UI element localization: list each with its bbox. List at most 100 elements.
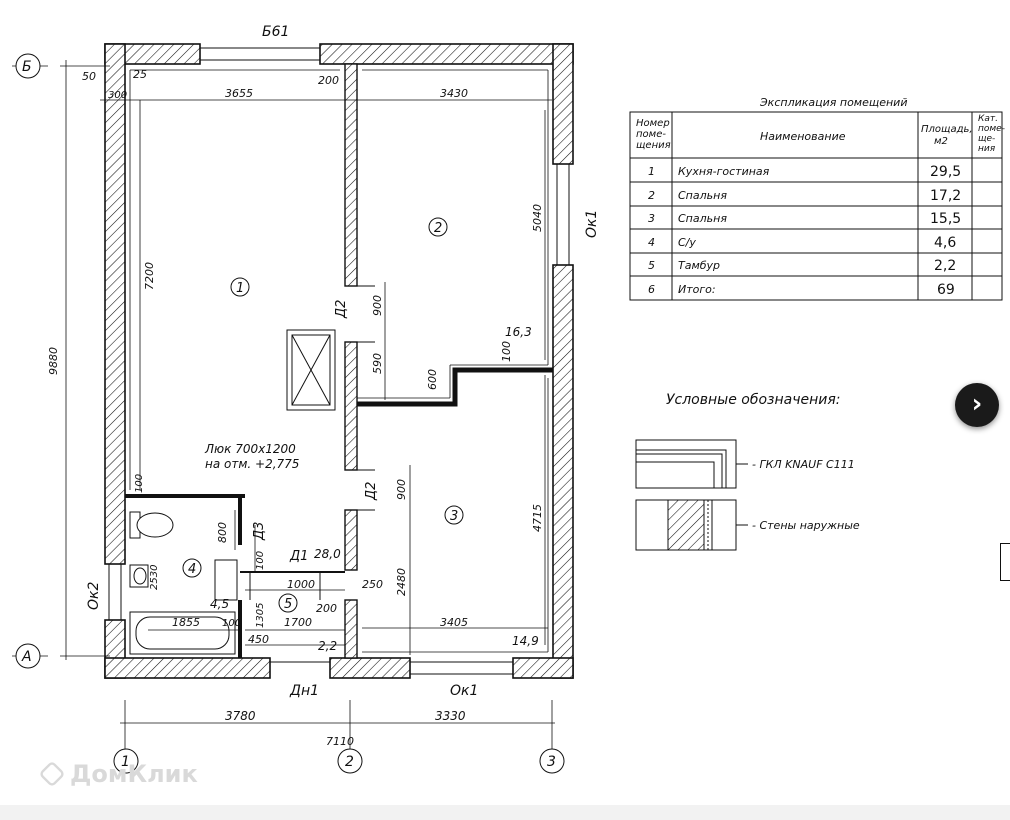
row-4-area: 4,6 <box>934 235 956 251</box>
dim-3655: 3655 <box>225 87 253 100</box>
mark-d3: Д3 <box>252 522 267 541</box>
ceiling-hatch-symbol <box>286 329 336 411</box>
axis-markers <box>15 53 565 774</box>
row-3-name: Спальня <box>678 212 727 225</box>
dim-590: 590 <box>371 353 384 374</box>
header-cat-3: ще- <box>978 134 995 144</box>
mark-ok2: Ок2 <box>86 582 102 610</box>
room-number-3: 3 <box>450 509 458 524</box>
bottom-strip <box>0 805 1010 820</box>
axis-label-1: 1 <box>121 754 130 770</box>
explication-title: Экспликация помещений <box>759 96 908 109</box>
room-number-circles <box>182 217 464 613</box>
row-1-num: 1 <box>648 165 655 178</box>
dim-5040: 5040 <box>531 204 544 232</box>
domclick-logo-icon <box>38 760 66 788</box>
legend-title: Условные обозначения: <box>666 392 840 408</box>
dim-1855: 1855 <box>172 616 200 629</box>
row-2-area: 17,2 <box>930 188 961 204</box>
plan-labels: Б А 1 2 3 Б61 Ок1 Ок1 Ок2 Дн1 Д1 Д2 Д2 Д… <box>21 24 600 770</box>
dim-9880: 9880 <box>47 347 60 375</box>
dim-50: 50 <box>82 70 96 83</box>
dim-100-wc: 100 <box>134 474 145 493</box>
legend-outer-wall-symbol <box>635 499 748 551</box>
header-num-2: поме- <box>636 129 666 140</box>
dim-1305: 1305 <box>255 603 266 628</box>
dim-3405: 3405 <box>440 616 468 629</box>
row-3-num: 3 <box>648 212 655 225</box>
header-num-3: щения <box>636 140 671 151</box>
header-cat-4: ния <box>978 144 996 154</box>
dim-7200: 7200 <box>143 262 156 290</box>
window-openings <box>108 47 570 675</box>
dim-3430: 3430 <box>440 87 468 100</box>
mark-ok1-bottom: Ок1 <box>450 683 478 699</box>
legend-text: Условные обозначения: - ГКЛ KNAUF С111 -… <box>666 392 860 532</box>
axis-label-b: Б <box>22 59 32 75</box>
row-5-area: 2,2 <box>934 258 956 274</box>
dim-100-mid: 100 <box>500 341 513 362</box>
watermark-text: ДомКлик <box>70 760 198 788</box>
hatch-note-line1: Люк 700х1200 <box>204 442 296 456</box>
dimension-lines <box>12 60 555 752</box>
mark-ok1-right: Ок1 <box>584 210 600 238</box>
bathroom-niche <box>214 559 238 601</box>
gkl-lining <box>129 69 549 653</box>
dim-25: 25 <box>133 68 147 81</box>
header-name: Наименование <box>760 130 846 143</box>
header-area-2: м2 <box>934 136 948 147</box>
axis-label-2: 2 <box>345 754 354 770</box>
legend-gkl-symbol <box>635 439 748 489</box>
room-number-4: 4 <box>188 562 196 577</box>
row-1-name: Кухня-гостиная <box>678 165 770 178</box>
row-4-name: С/у <box>678 236 696 249</box>
explication-table <box>629 111 1003 301</box>
hatch-note-line2: на отм. +2,775 <box>205 457 299 471</box>
dim-100-bath: 100 <box>222 618 241 629</box>
dim-3330: 3330 <box>435 709 466 723</box>
dim-28-0: 28,0 <box>314 547 341 561</box>
axis-label-3: 3 <box>547 754 556 770</box>
dim-7110: 7110 <box>326 735 354 748</box>
toilet-fixture <box>129 511 174 539</box>
row-5-num: 5 <box>648 259 655 272</box>
dim-100-d3: 100 <box>255 551 266 570</box>
dim-200-top: 200 <box>318 74 339 87</box>
dim-600: 600 <box>426 369 439 390</box>
header-area-1: Площадь, <box>921 124 973 135</box>
dim-1000: 1000 <box>287 578 315 591</box>
row-2-name: Спальня <box>678 189 727 202</box>
sink-fixture <box>129 564 149 588</box>
dim-14-9: 14,9 <box>512 634 539 648</box>
header-cat-2: поме- <box>978 124 1005 134</box>
dim-3780: 3780 <box>225 709 256 723</box>
outer-walls <box>104 43 574 679</box>
dim-900-bot: 900 <box>395 479 408 500</box>
legend-item-outer-walls: - Стены наружные <box>752 519 860 532</box>
header-num-1: Номер <box>636 118 670 129</box>
chevron-right-icon: › <box>971 389 983 419</box>
row-6-area: 69 <box>937 282 955 298</box>
watermark: ДомКлик <box>38 760 198 788</box>
side-panel-edge[interactable] <box>1000 543 1010 581</box>
bathtub-fixture <box>129 611 236 655</box>
dim-2530: 2530 <box>149 565 160 590</box>
dim-1700: 1700 <box>284 616 312 629</box>
dim-4715: 4715 <box>531 504 544 532</box>
row-2-num: 2 <box>648 189 655 202</box>
explication-text: Экспликация помещений Номер поме- щения … <box>636 96 1005 298</box>
room-number-5: 5 <box>284 597 292 612</box>
dim-200-mid: 200 <box>316 602 337 615</box>
room-number-1: 1 <box>236 281 244 296</box>
row-4-num: 4 <box>648 236 655 249</box>
mark-d1: Д1 <box>289 549 308 564</box>
mark-d2-top: Д2 <box>334 300 349 319</box>
dim-2-2: 2,2 <box>318 639 337 653</box>
mark-b61: Б61 <box>262 24 289 40</box>
row-1-area: 29,5 <box>930 164 961 180</box>
dim-16-3: 16,3 <box>505 325 532 339</box>
legend-item-gkl: - ГКЛ KNAUF С111 <box>752 458 855 471</box>
next-image-button[interactable]: › <box>955 383 999 427</box>
dim-4-5: 4,5 <box>210 597 229 611</box>
